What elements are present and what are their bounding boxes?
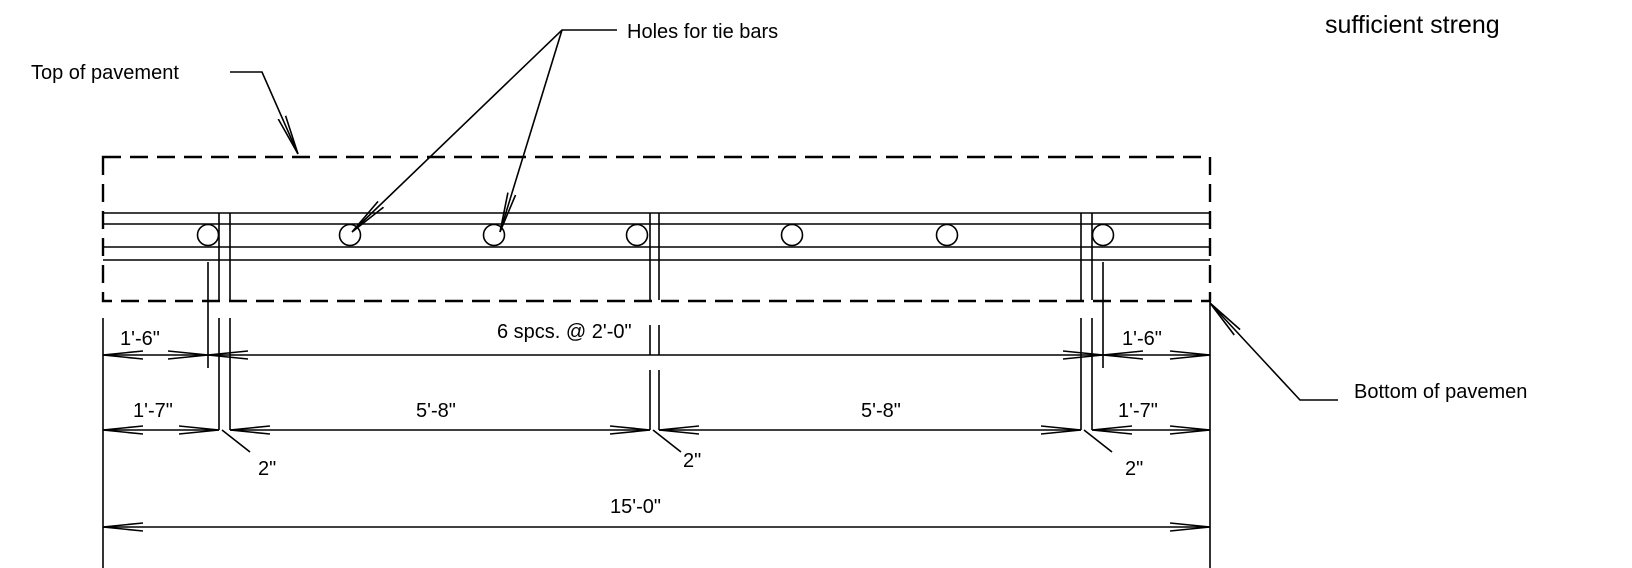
extension-lines <box>102 262 1211 568</box>
dim-left-edge-offset: 1'-6" <box>120 328 160 350</box>
tie-bar-hole <box>625 223 649 247</box>
tie-bar-hole <box>1091 223 1115 247</box>
leader-lines <box>230 29 1338 401</box>
joint-left <box>218 213 231 300</box>
pavement-outline <box>101 155 1212 303</box>
tie-bar-holes <box>196 223 1115 247</box>
dim-joint-gap-middle: 2" <box>683 450 701 472</box>
bottom-of-pavement-label: Bottom of pavemen <box>1354 381 1527 403</box>
tie-bar-hole <box>196 223 220 247</box>
dimension-row-sections <box>103 430 1210 453</box>
dim-joint-gap-right: 2" <box>1125 458 1143 480</box>
dim-middle-right-section: 5'-8" <box>861 400 901 422</box>
pavement-layer-lines <box>103 212 1210 261</box>
joint-middle <box>649 213 660 300</box>
dim-right-section: 1'-7" <box>1118 400 1158 422</box>
dim-left-section: 1'-7" <box>133 400 173 422</box>
joint-right <box>1080 213 1093 300</box>
top-of-pavement-label: Top of pavement <box>31 62 179 84</box>
dim-overall-width: 15'-0" <box>610 496 661 518</box>
dim-right-edge-offset: 1'-6" <box>1122 328 1162 350</box>
dim-middle-left-section: 5'-8" <box>416 400 456 422</box>
dim-spacing: 6 spcs. @ 2'-0" <box>497 321 632 343</box>
dim-joint-gap-left: 2" <box>258 458 276 480</box>
tie-bar-hole <box>935 223 959 247</box>
dimension-row-spacing <box>103 325 1210 355</box>
holes-for-tie-bars-label: Holes for tie bars <box>627 21 778 43</box>
header-note: sufficient streng <box>1325 11 1500 39</box>
tie-bar-hole <box>780 223 804 247</box>
